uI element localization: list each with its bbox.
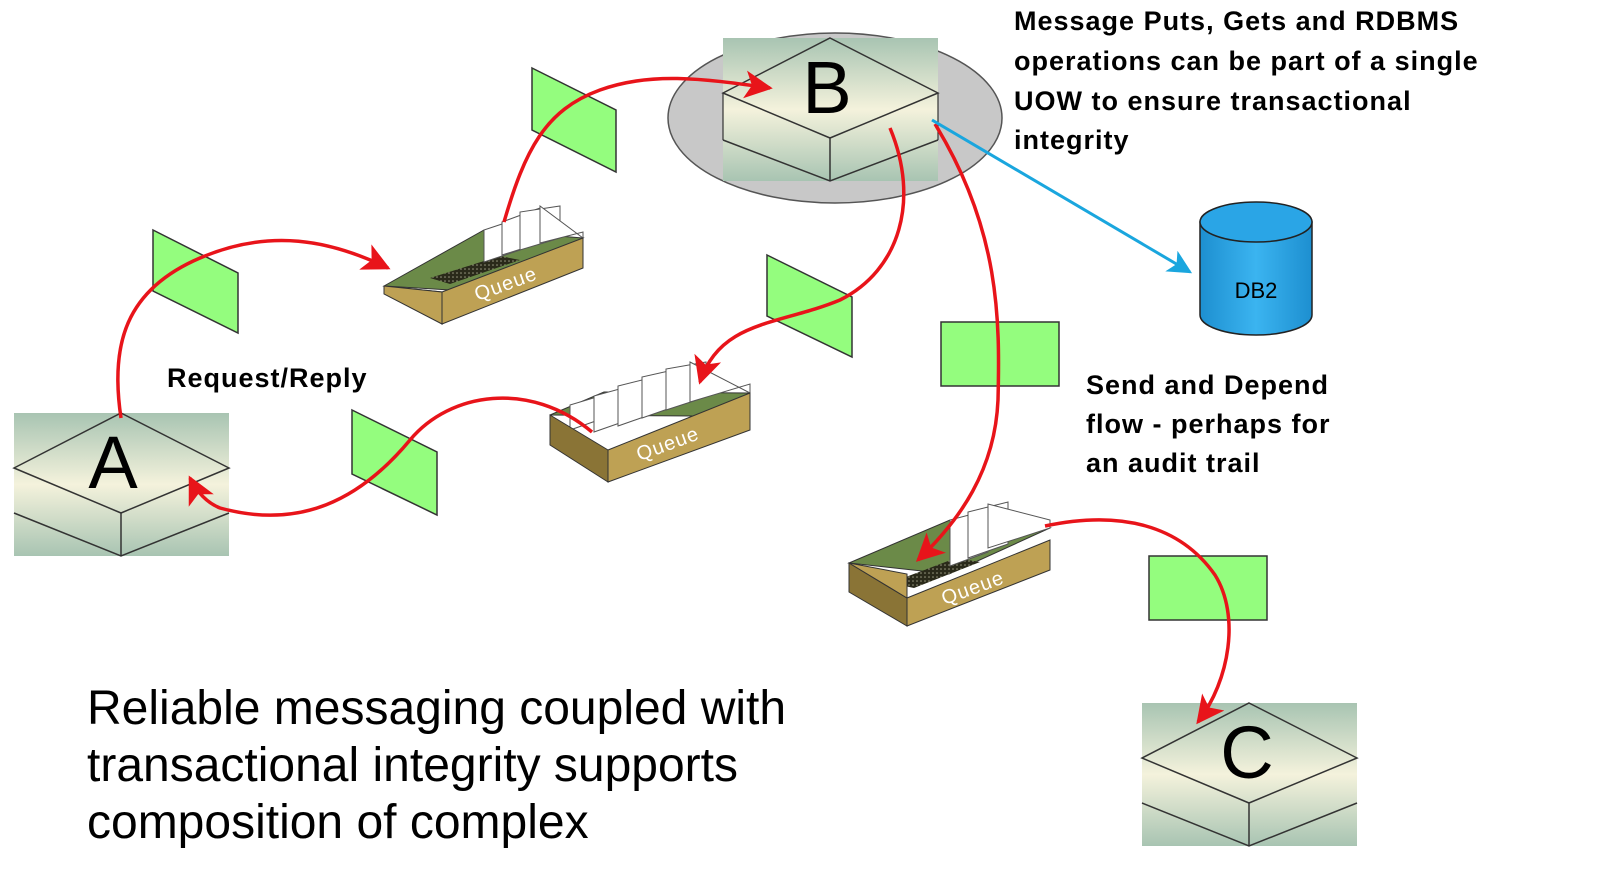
- message-6: [1148, 555, 1268, 621]
- flow-queue-bottom-to-c: [1044, 518, 1231, 725]
- send-depend-line-1: Send and Depend: [1086, 370, 1329, 400]
- uow-note-line-4: integrity: [1014, 125, 1130, 155]
- message-1: [531, 66, 617, 174]
- node-a-label: A: [88, 421, 138, 504]
- uow-note-line-1: Message Puts, Gets and RDBMS: [1014, 6, 1459, 36]
- node-b-label: B: [802, 46, 851, 129]
- message-2: [152, 228, 239, 335]
- db2-label: DB2: [1235, 278, 1278, 303]
- flow-b-to-queue-middle: [694, 127, 906, 385]
- send-depend-line-3: an audit trail: [1086, 448, 1261, 478]
- queue-top: Queue: [382, 205, 585, 325]
- node-a: A: [12, 412, 231, 557]
- queue-middle: Queue: [549, 361, 751, 483]
- request-reply-label: Request/Reply: [167, 363, 368, 393]
- caption: Reliable messaging coupled with transact…: [87, 682, 799, 849]
- send-depend-line-2: flow - perhaps for: [1086, 409, 1331, 439]
- uow-note-line-3: UOW to ensure transactional: [1014, 86, 1412, 116]
- flow-b-to-queue-bottom: [915, 123, 1001, 562]
- send-depend-note: Send and Depend flow - perhaps for an au…: [1086, 370, 1339, 478]
- caption-line-1: Reliable messaging coupled with: [87, 682, 786, 735]
- node-c-label: C: [1220, 711, 1273, 794]
- message-4: [351, 408, 438, 517]
- node-c: C: [1140, 702, 1359, 847]
- message-3: [766, 253, 853, 359]
- uow-note-line-2: operations can be part of a single: [1014, 46, 1479, 76]
- node-b: B: [721, 37, 940, 182]
- caption-line-2: transactional integrity supports: [87, 739, 738, 792]
- flow-queue-top-to-b: [502, 70, 773, 223]
- caption-line-3: composition of complex: [87, 796, 589, 849]
- flow-b-to-db2: [931, 118, 1193, 274]
- queue-bottom: Queue: [847, 501, 1052, 627]
- flow-queue-middle-to-a: [188, 396, 594, 517]
- flow-a-to-queue-top: [116, 238, 391, 419]
- db2-cylinder: DB2: [1199, 201, 1313, 336]
- uow-note: Message Puts, Gets and RDBMS operations …: [1014, 6, 1487, 155]
